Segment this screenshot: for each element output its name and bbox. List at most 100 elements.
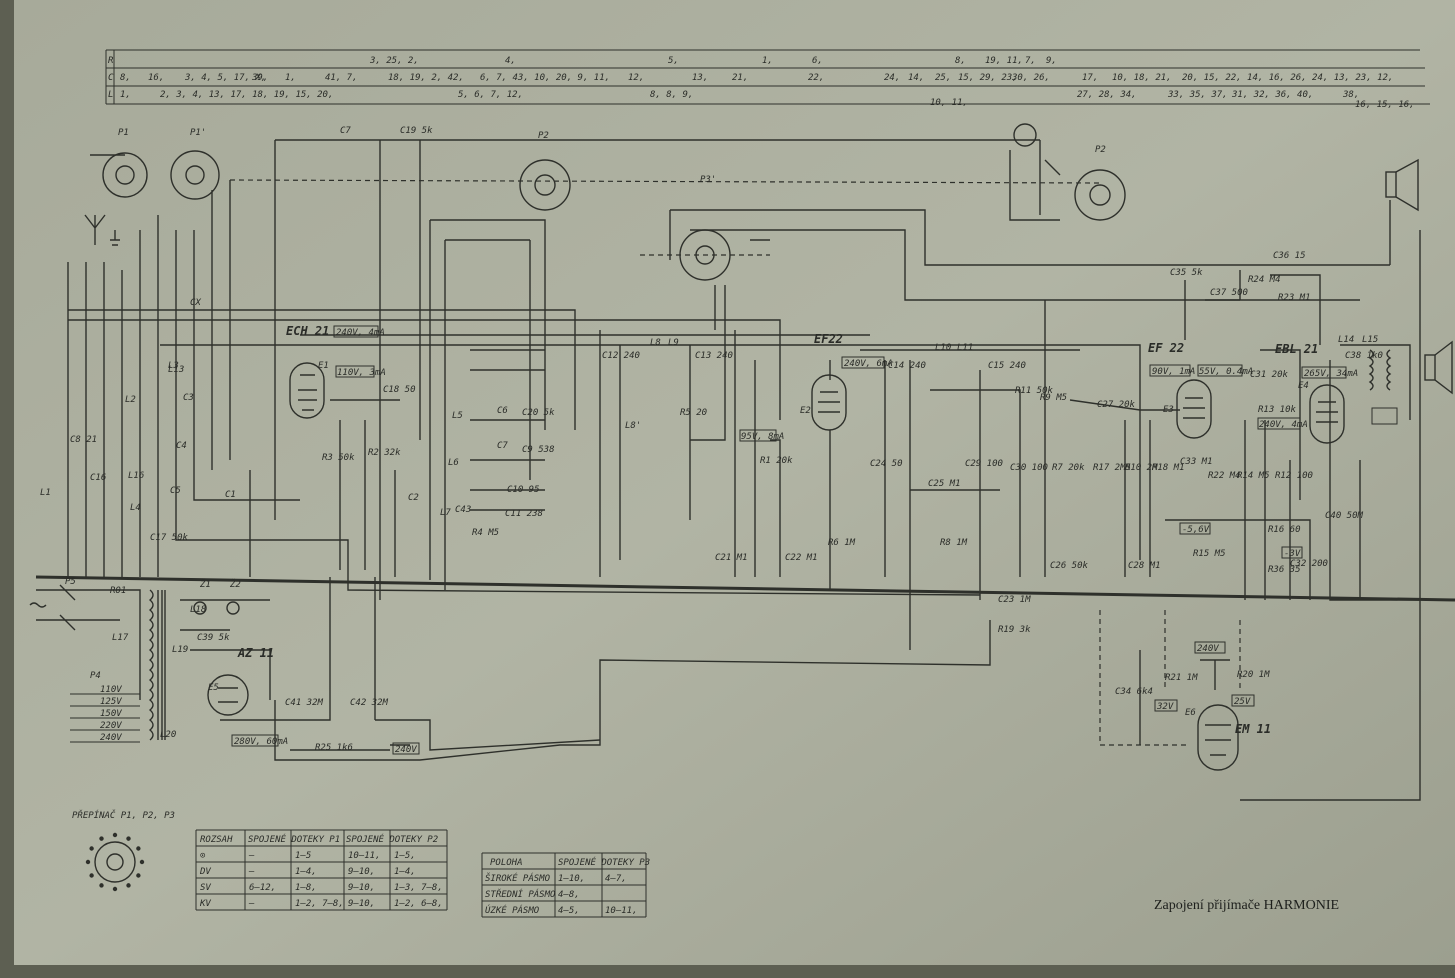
rating-az11: 280V, 60mA [234,737,288,747]
table-cell: 10—11, [605,906,638,916]
capacitor-label: C7 [340,126,351,136]
pilot-lamp-icon [193,601,207,615]
strip-entry: 8, [120,73,131,83]
capacitor-label: C33 M1 [1180,457,1213,467]
coil-label: L3 [168,361,179,371]
table-cell: 9—10, [348,899,375,909]
coil-label: E6 [1185,708,1196,718]
capacitor-label: C3 [183,393,194,403]
strip-entry: 9, [1046,56,1057,66]
coil-label: L20 [160,730,176,740]
resistor-label: R7 20k [1052,463,1085,473]
resistor-label: R25 1k6 [315,743,353,753]
rosette-pin [85,859,91,865]
strip-entry: 22, [808,73,824,83]
tube-label-ef22: EF22 [814,332,843,346]
coil-label: L7 [440,508,451,518]
tube-label-az11: AZ 11 [237,646,274,660]
coil-label: L16 [128,471,144,481]
resistor-label: R8 1M [940,538,968,548]
table-header: SPOJENÉ DOTEKY P1 [248,833,340,845]
table-cell: 1—5 [295,851,311,861]
tube-ef22-second: EF 22 [1148,341,1212,439]
tube-label-em11: EM 11 [1235,722,1271,736]
capacitor-label: C34 6k4 [1115,687,1153,697]
strip-entry: 14, [908,73,924,83]
strip-row-label-c: C [108,73,114,83]
strip-entry: 6, [812,56,823,66]
tag-110v: 110V, 3mA [337,368,386,378]
rosette-pin [112,832,118,838]
table-cell: 4—8, [558,890,580,900]
tube-ech21: ECH 21 [286,324,329,419]
coil-label: L4 [130,503,141,513]
table-cell: 4—7, [605,874,627,884]
resistor-label: R5 20 [680,408,707,418]
strip-entry: 21, [732,73,748,83]
coil-label: Ž2 [229,578,241,590]
resistor-label: R9 M5 [1040,393,1067,403]
strip-entry: 13, [692,73,708,83]
mains-tap-label: 110V [100,685,122,695]
table-cell: — [248,851,255,861]
capacitor-label: C14 240 [888,361,926,371]
rating-ef22-second: 90V, 1mA [1152,367,1195,377]
label-p2: P2 [538,131,549,141]
tag-240v-4ma: 240V, 4mA [1259,420,1308,430]
coil-label: L10 [935,343,951,353]
capacitor-label: C21 M1 [715,553,748,563]
capacitor-label: C19 5k [400,126,433,136]
strip-entry: 7, [1025,56,1036,66]
resistor-label: R19 3k [998,625,1031,635]
capacitor-label: CX [190,298,201,308]
strip-entry: 2, 3, 4, 13, 17, 18, 19, 15, 20, [160,90,333,100]
table-cell: 4—5, [558,906,580,916]
switch-p2-right: P2 [1009,123,1126,221]
table-cell: SV [200,883,211,893]
resistor-label: R22 M4 [1208,471,1241,481]
coil-label: E4 [1298,381,1309,391]
tag-240v: 240V [395,745,417,755]
label-p2-right: P2 [1095,145,1106,155]
tube-az11: AZ 11 [207,646,274,716]
table-cell: 1—10, [558,874,585,884]
pilot-lamp-icon [226,601,240,615]
strip-entry: 38, [1342,90,1359,100]
resistor-label: R16 60 [1268,525,1301,535]
capacitor-label: C22 M1 [785,553,818,563]
capacitor-label: C31 20k [1250,370,1289,380]
coil-label: L19 [172,645,188,655]
switch-p2: P2 [519,131,571,211]
capacitor-label: C32 200 [1290,559,1328,569]
table-cell: — [248,867,255,877]
coil-label: L11 [957,343,973,353]
schematic-caption: Zapojení přijímače HARMONIE [1154,898,1339,913]
tag-95v: 95V, 8mA [741,432,784,442]
capacitor-label: C11 238 [505,509,543,519]
rating-ebl21: 265V, 34mA [1304,369,1358,379]
table-cell: ŠIROKÉ PÁSMO [485,872,551,884]
resistor-label: R1 20k [760,456,793,466]
capacitor-label: C25 M1 [928,479,961,489]
capacitor-label: C28 M1 [1128,561,1161,571]
tag-32v: 32V [1156,702,1174,712]
strip-entry: 8, 8, 9, [650,90,693,100]
capacitor-label: C27 20k [1097,400,1136,410]
resistor-label: R20 1M [1237,670,1270,680]
rosette-pin [136,873,141,878]
coil-label: E5 [208,683,219,693]
table-cell: — [248,899,255,909]
mains-tap-label: 125V [100,697,122,707]
selector-rosette: PŘEPÍNAČ P1, P2, P3 [72,809,175,892]
strip-entry: 19, 11, [985,56,1023,66]
coil-label: L18 [190,605,206,615]
tag-minus-5v: -5,6V [1182,525,1210,535]
circuit-wiring [35,139,1455,801]
strip-entry: 17, [1082,73,1098,83]
coil-label: L13 [168,365,184,375]
capacitor-label: C2 [408,493,419,503]
tube-label-ech21: ECH 21 [286,324,329,338]
rosette-pin [99,883,104,888]
capacitor-label: C26 50k [1050,561,1089,571]
